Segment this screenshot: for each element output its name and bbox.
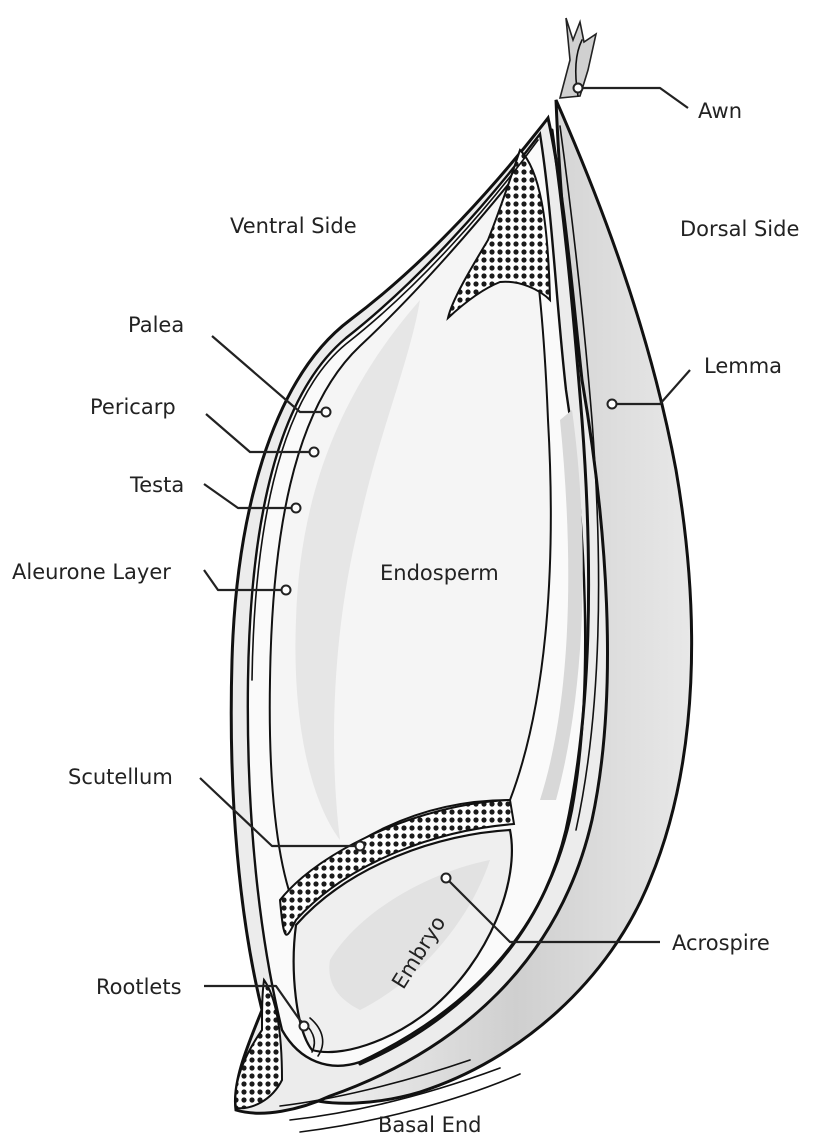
- scutellum-label: Scutellum: [68, 765, 173, 789]
- pericarp-label: Pericarp: [90, 395, 176, 419]
- palea-label: Palea: [128, 313, 184, 337]
- basal-end-label: Basal End: [378, 1113, 482, 1137]
- testa-label: Testa: [129, 473, 184, 497]
- rootlets-label: Rootlets: [96, 975, 182, 999]
- lemma-label: Lemma: [704, 354, 782, 378]
- ventral-side-label: Ventral Side: [230, 214, 357, 238]
- dorsal-side-label: Dorsal Side: [680, 217, 799, 241]
- awn-label: Awn: [698, 99, 742, 123]
- aleurone-layer-label: Aleurone Layer: [12, 560, 171, 584]
- endosperm-label: Endosperm: [380, 561, 499, 585]
- acrospire-label: Acrospire: [672, 931, 770, 955]
